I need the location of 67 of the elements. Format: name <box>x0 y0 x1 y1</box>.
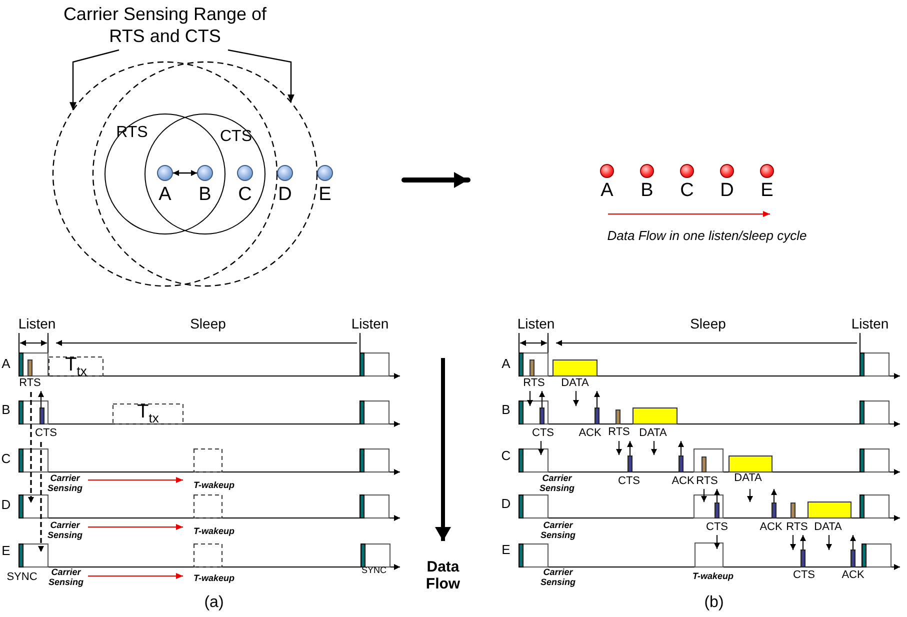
phase-label: Sleep <box>190 316 226 332</box>
node-letter: B <box>640 181 654 200</box>
double-arrow <box>173 170 197 176</box>
wakeup-label: T-wakeup <box>194 527 234 537</box>
packet-label: ACK <box>578 426 602 440</box>
packet-label: DATA <box>814 520 842 534</box>
wakeup-label: T-wakeup <box>194 481 234 491</box>
packet-label: RTS <box>19 376 41 390</box>
node-letter: E <box>318 185 332 204</box>
packet-label: CTS <box>35 426 57 440</box>
packet-label: RTS <box>786 520 808 534</box>
node-letter: A <box>158 185 172 204</box>
packet-label: ACK <box>760 520 782 534</box>
packet-label: ACK <box>672 474 694 488</box>
row-label: C <box>1 452 11 466</box>
packet-label: RTS <box>696 474 718 488</box>
row-label: B <box>2 402 10 418</box>
row-label: D <box>1 498 11 512</box>
packet-label: CTS <box>618 474 640 488</box>
packet-label: CTS <box>706 520 728 534</box>
packet-label: CTS <box>532 426 554 440</box>
phase-label: Listen <box>517 316 555 332</box>
node-letter: D <box>277 185 293 204</box>
packet-label: DATA <box>639 426 667 440</box>
leader-arrow <box>228 49 294 102</box>
carrier-sensing-label: Carrier Sensing <box>538 474 576 494</box>
node-letter: C <box>237 185 253 204</box>
wakeup-label: T-wakeup <box>194 574 234 584</box>
packet-label: RTS <box>523 376 545 390</box>
row-label: A <box>2 356 10 372</box>
row-label: A <box>502 356 510 372</box>
packet-label: RTS <box>608 426 630 438</box>
packet-label: ACK <box>842 568 864 582</box>
packet-label: SYNC <box>6 570 38 584</box>
carrier-sensing-label: Carrier Sensing <box>46 474 84 494</box>
range-label: CTS <box>220 128 252 146</box>
carrier-sensing-label: Carrier Sensing <box>539 521 576 541</box>
duration-label: T$_{tx}$ <box>65 355 87 379</box>
panel-label: (a) <box>204 594 224 612</box>
packet-label: CTS <box>793 568 815 582</box>
panel-label: (b) <box>704 594 724 612</box>
packet-label: DATA <box>561 376 589 390</box>
node-letter: B <box>198 185 212 204</box>
phase-label: Listen <box>18 316 56 332</box>
node-letter: C <box>679 181 695 200</box>
node-letter: A <box>600 181 614 200</box>
row-label: E <box>2 544 10 558</box>
sync-label: SYNC <box>362 566 386 576</box>
packet-label: DATA <box>734 472 762 484</box>
caption: Data Flow in one listen/sleep cycle <box>607 228 807 244</box>
node-letter: E <box>760 181 774 200</box>
flow-label: Data Flow <box>424 560 462 592</box>
row-label: C <box>501 448 511 464</box>
phase-label: Listen <box>851 316 889 332</box>
phase-label: Listen <box>351 316 389 332</box>
duration-label: T$_{tx}$ <box>137 402 159 426</box>
row-label: E <box>502 542 510 558</box>
carrier-sensing-label: Carrier Sensing <box>46 521 84 541</box>
leader-arrow <box>70 49 120 110</box>
carrier-sensing-label: Carrier Sensing <box>539 568 576 588</box>
wakeup-label: T-wakeup <box>692 572 734 582</box>
phase-label: Sleep <box>690 316 726 332</box>
row-label: B <box>502 402 510 418</box>
row-label: D <box>501 496 511 512</box>
carrier-sensing-label: Carrier Sensing <box>47 568 84 588</box>
range-title: Carrier Sensing Range of RTS and CTS <box>62 4 268 48</box>
node-letter: D <box>719 181 735 200</box>
